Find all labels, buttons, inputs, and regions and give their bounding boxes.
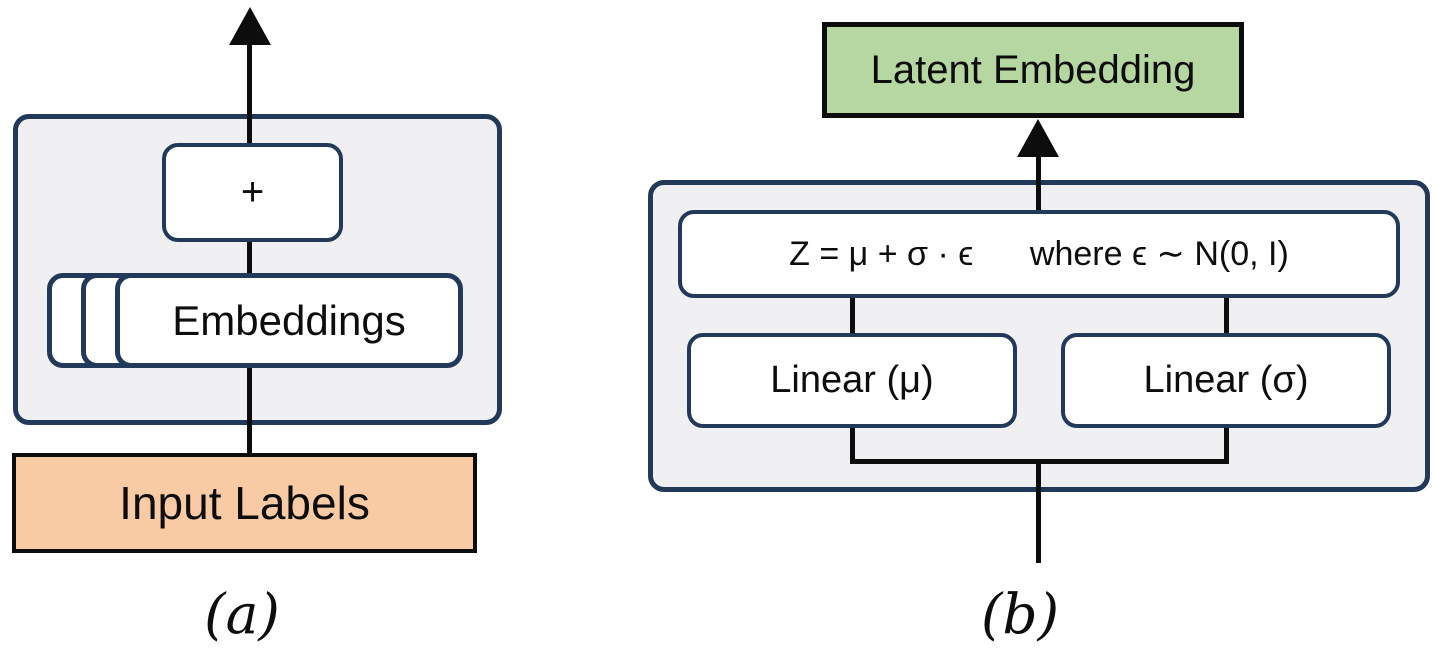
sigma-bottom-connector (1224, 426, 1229, 464)
plus-node: + (162, 143, 343, 242)
embeddings-node-label: Embeddings (172, 296, 406, 344)
latent-embedding-box: Latent Embedding (822, 22, 1244, 118)
linear-mu-label: Linear (μ) (770, 359, 934, 401)
linear-mu-node: Linear (μ) (687, 333, 1017, 428)
caption-b: (b) (980, 582, 1060, 646)
reparameterization-formula-node: Z = μ + σ · ϵ where ϵ ∼ N(0, I) (678, 210, 1400, 298)
plus-node-label: + (240, 170, 265, 214)
caption-a: (a) (204, 582, 280, 646)
input-stem-line-b (1036, 459, 1041, 563)
mu-top-connector (850, 296, 855, 336)
latent-embedding-box-label: Latent Embedding (870, 47, 1196, 92)
sigma-top-connector (1224, 296, 1229, 336)
embeddings-node: Embeddings (115, 273, 463, 368)
formula-label: Z = μ + σ · ϵ where ϵ ∼ N(0, I) (789, 235, 1289, 273)
linear-sigma-node: Linear (σ) (1061, 333, 1391, 428)
input-labels-box-label: Input Labels (119, 477, 370, 529)
latent-arrow-line-b (1036, 145, 1041, 212)
vertical-flow-line-a (247, 36, 252, 455)
mu-bottom-connector (850, 426, 855, 464)
input-labels-box: Input Labels (12, 453, 477, 553)
linear-sigma-label: Linear (σ) (1143, 359, 1309, 401)
